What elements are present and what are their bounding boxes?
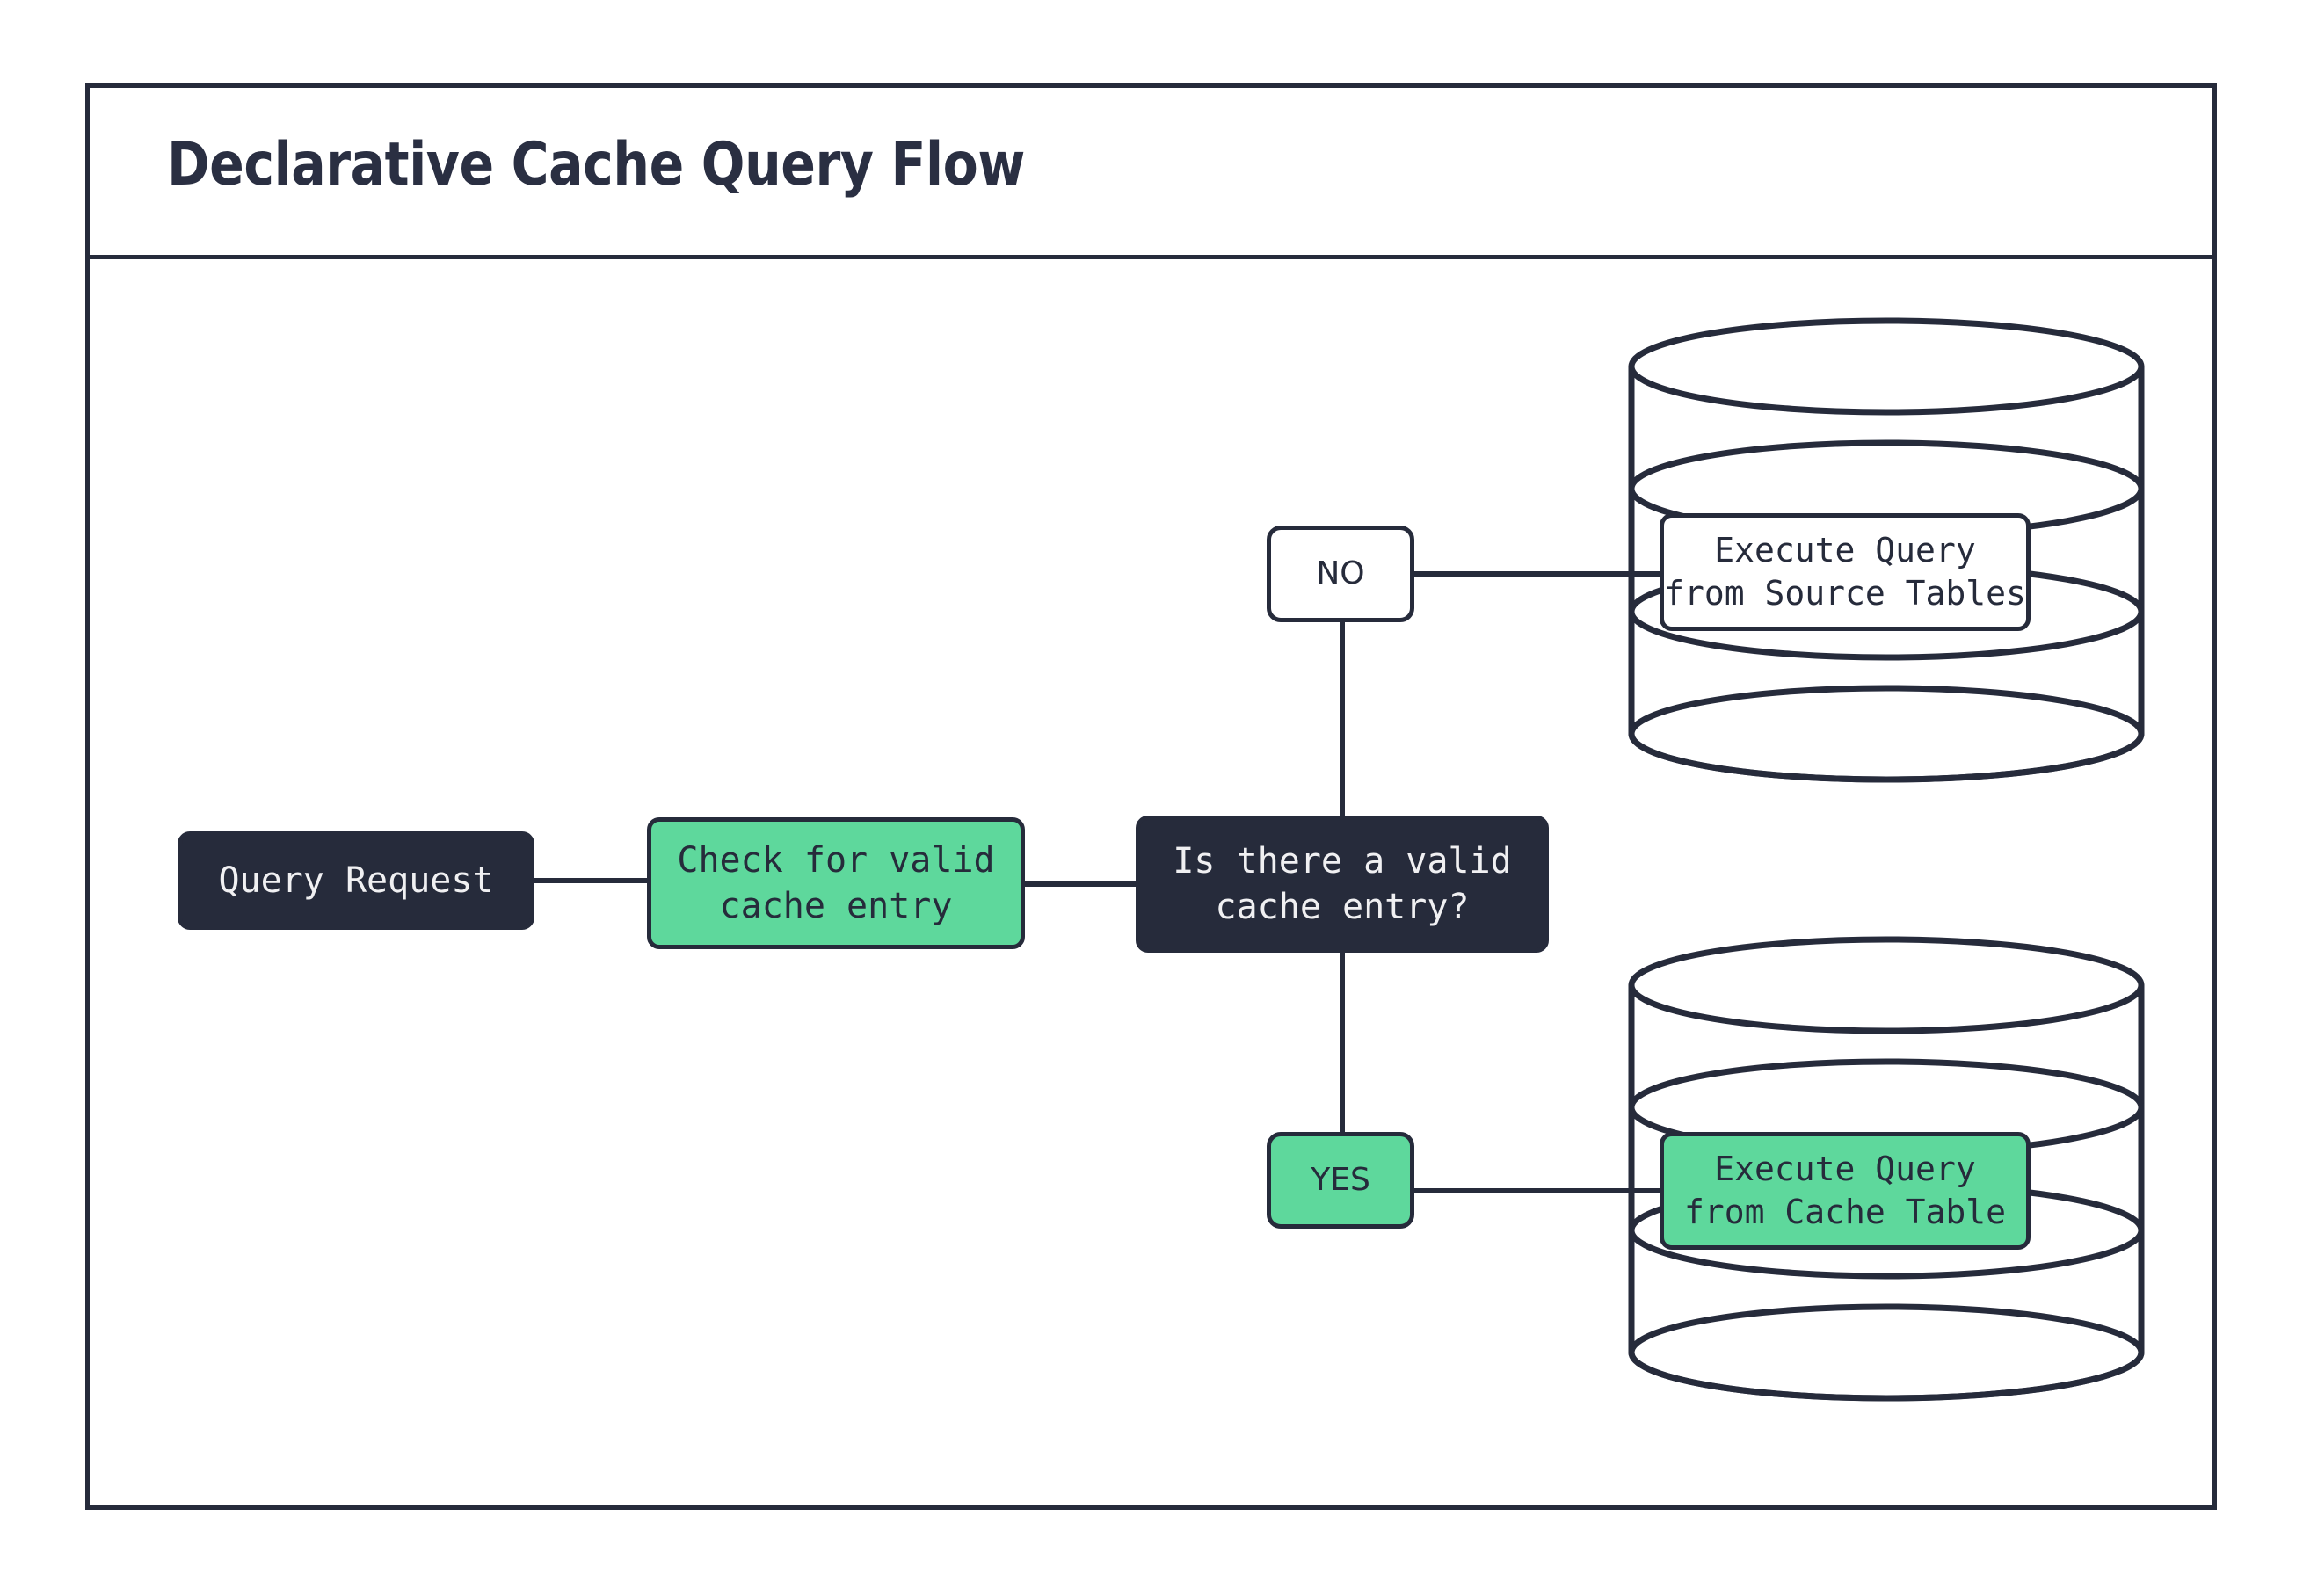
edge-label-no[interactable]: NO: [1267, 526, 1414, 622]
node-execute-query-from-source-tables[interactable]: Execute Query from Source Tables: [1660, 513, 2031, 631]
node-check-for-valid-cache-entry[interactable]: Check for valid cache entry: [647, 817, 1025, 949]
page-title: Declarative Cache Query Flow: [167, 130, 1026, 200]
node-execute-query-from-cache-table[interactable]: Execute Query from Cache Table: [1660, 1132, 2031, 1250]
node-decision-is-there-a-valid-cache-entry[interactable]: Is there a valid cache entry?: [1136, 816, 1549, 953]
node-query-request[interactable]: Query Request: [178, 831, 534, 930]
diagram-header-band: [85, 83, 2217, 259]
diagram-frame: [85, 83, 2217, 1510]
edge-label-yes[interactable]: YES: [1267, 1132, 1414, 1229]
